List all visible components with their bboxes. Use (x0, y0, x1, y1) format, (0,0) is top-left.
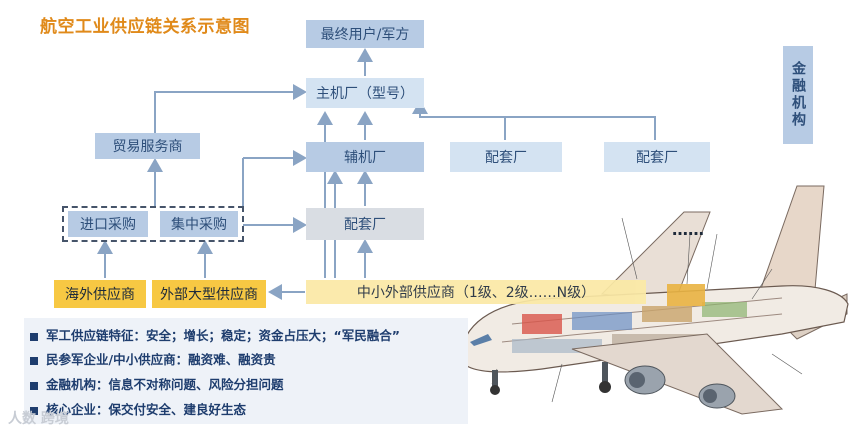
node-overseas-supplier: 海外供应商 (54, 280, 146, 308)
node-trade-service: 贸易服务商 (95, 133, 200, 159)
airplane-icon (459, 185, 849, 415)
characteristics-panel: 军工供应链特征：安全；增长；稳定；资金占压大；“军民融合” 民参军企业/中小供应… (24, 318, 468, 424)
bullet-item: 核心企业：保交付安全、建良好生态 (30, 399, 246, 418)
watermark: 人数 跨境 (8, 411, 69, 427)
node-central-procurement: 集中采购 (160, 211, 238, 237)
node-sme-supplier: 中小外部供应商（1级、2级……N级） (306, 280, 646, 304)
arrow-trade-to-oem (154, 84, 307, 133)
node-supplier-a: 配套厂 (450, 142, 562, 172)
bullet-item: 民参军企业/中小供应商：融资难、融资贵 (30, 349, 276, 368)
node-large-external-supplier: 外部大型供应商 (152, 280, 266, 308)
node-supplier-c: 配套厂 (306, 208, 424, 240)
page-title: 航空工业供应链关系示意图 (40, 17, 250, 37)
square-bullet-icon (30, 332, 38, 341)
dots-ellipsis: …… (672, 220, 704, 239)
node-finance: 金融机构 (783, 46, 813, 144)
node-supplier-b: 配套厂 (604, 142, 710, 172)
arrow-right-suppliers-to-oem (504, 116, 656, 140)
node-import-procurement: 进口采购 (68, 211, 148, 237)
node-aux-factory: 辅机厂 (306, 142, 424, 172)
airplane-cutaway-image (452, 174, 850, 422)
node-oem: 主机厂（型号） (306, 78, 424, 108)
bullet-item: 军工供应链特征：安全；增长；稳定；资金占压大；“军民融合” (30, 325, 400, 344)
square-bullet-icon (30, 356, 38, 365)
square-bullet-icon (30, 381, 38, 390)
procurement-group (62, 206, 244, 242)
node-end-user: 最终用户/军方 (306, 20, 424, 48)
bullet-item: 金融机构：信息不对称问题、风险分担问题 (30, 374, 284, 393)
square-bullet-icon (30, 406, 38, 415)
